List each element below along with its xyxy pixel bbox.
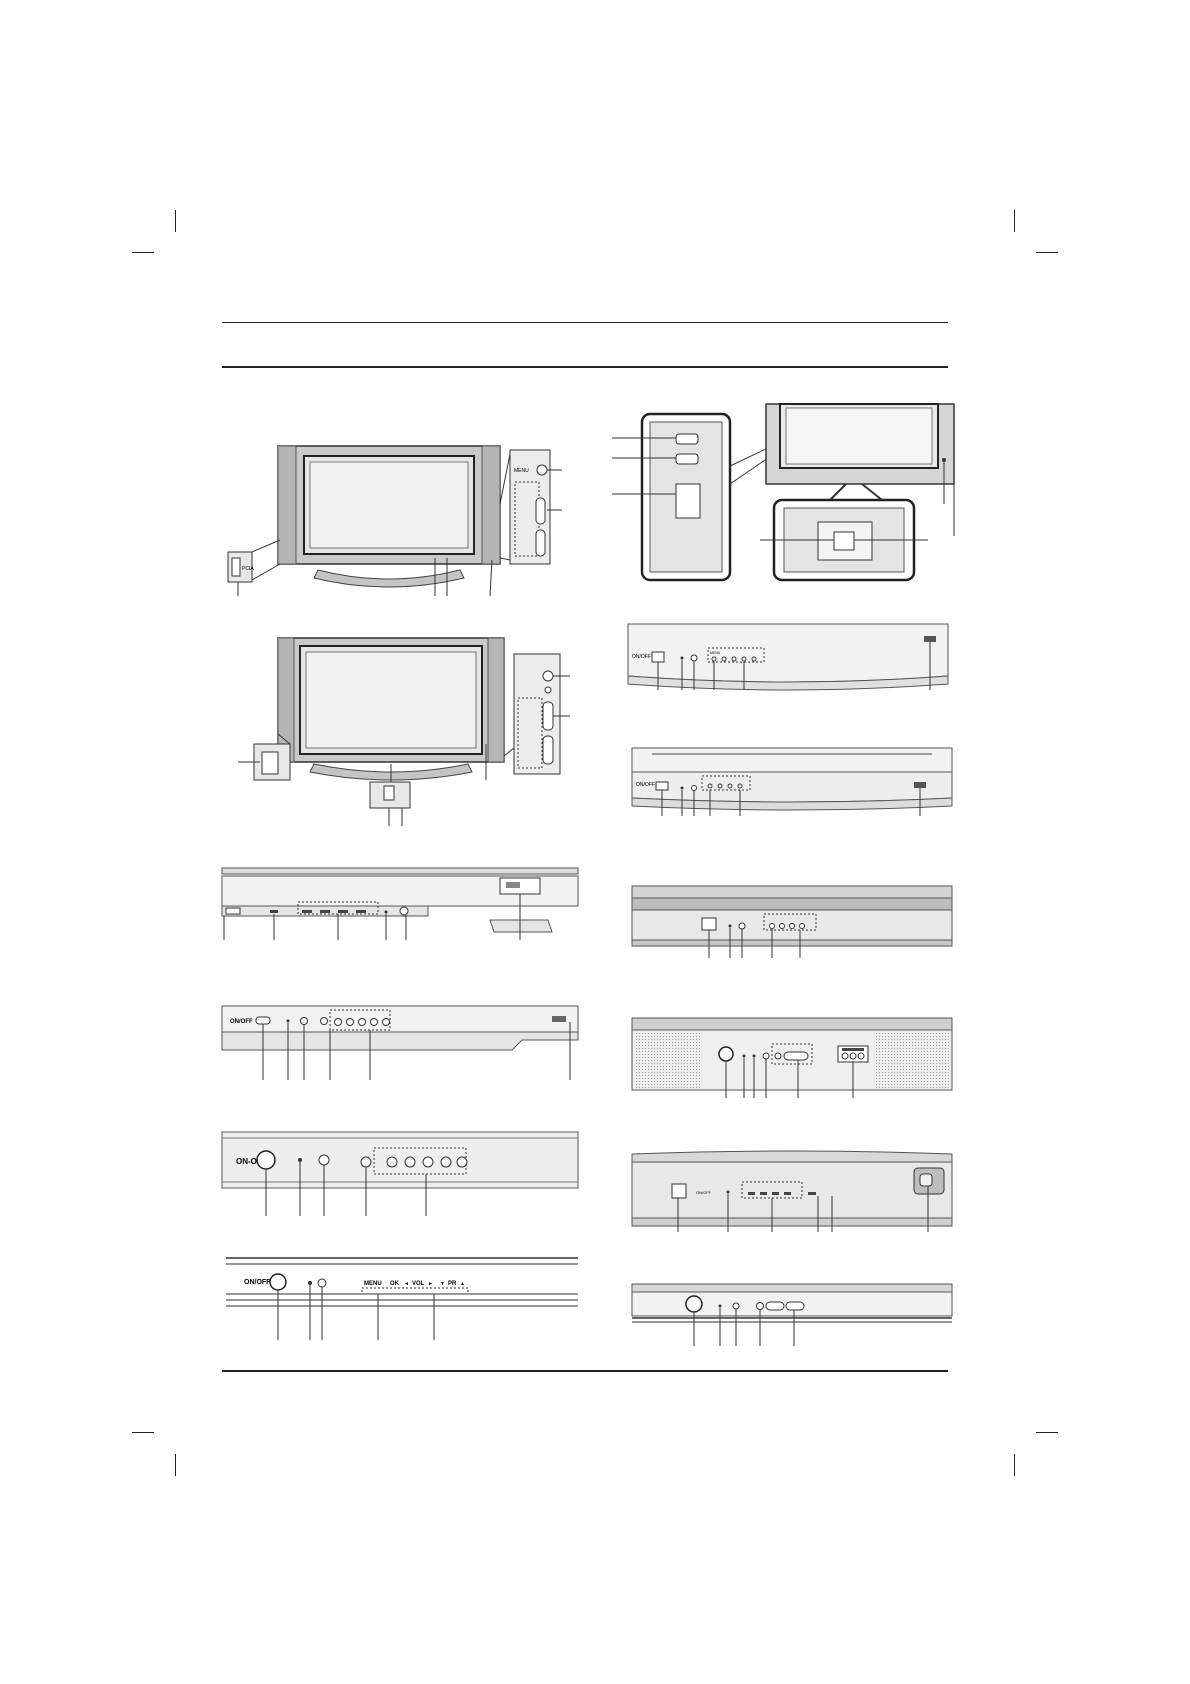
- figure-crt-panel-e: ON/OFF: [631, 1150, 953, 1232]
- pr-down-arrow-icon: ▼: [440, 1281, 445, 1287]
- pcia-label: PCIA: [242, 566, 254, 572]
- onoff-label-r6: ON/OFF: [696, 1190, 712, 1195]
- crop-mark-icon: [1036, 252, 1058, 253]
- figure-front-panel-b: ON/OFF: [221, 1005, 579, 1080]
- figure-plasma-tv-2: [238, 637, 570, 826]
- figure-front-panel-a: [221, 867, 579, 940]
- onoff-label-b: ON/OFF: [230, 1019, 253, 1025]
- figure-crt-panel-b: ON/OFF: [631, 747, 953, 816]
- figure-plasma-tv-1: PCIA MENU: [227, 445, 562, 597]
- vol-right-arrow-icon: ►: [428, 1281, 433, 1287]
- onoff-label-r2: ON/OFF: [632, 654, 651, 660]
- pr-up-arrow-icon: ▲: [460, 1281, 465, 1287]
- crop-mark-icon: [1036, 1432, 1058, 1433]
- vol-left-arrow-icon: ◄: [404, 1281, 409, 1287]
- crop-mark-icon: [1014, 1454, 1015, 1476]
- side-menu-label: MENU: [514, 468, 529, 474]
- crop-mark-icon: [132, 1432, 154, 1433]
- figure-crt-tv-detail: [612, 403, 955, 582]
- figure-crt-panel-a: ON/OFF MENU: [627, 623, 949, 691]
- ok-label-d: OK: [390, 1281, 400, 1287]
- vol-label-d: VOL: [412, 1281, 425, 1287]
- figure-front-panel-c: ON-OFF: [221, 1131, 579, 1216]
- crop-mark-icon: [1014, 210, 1015, 232]
- onoff-label-r3: ON/OFF: [636, 782, 655, 788]
- menu-label-r2: MENU: [710, 651, 721, 655]
- crop-mark-icon: [132, 252, 154, 253]
- menu-label-d: MENU: [364, 1281, 382, 1287]
- footer-rule: [222, 1370, 948, 1372]
- figure-crt-panel-f: [631, 1283, 953, 1346]
- onoff-label-c: ON-OFF: [236, 1157, 267, 1166]
- pr-label-d: PR: [448, 1281, 457, 1287]
- figure-crt-panel-d: [631, 1017, 953, 1098]
- figure-front-panel-d: ON/OFF MENU OK ◄ VOL ► ▼ PR ▲: [226, 1257, 578, 1340]
- crop-mark-icon: [175, 210, 176, 232]
- header-rule-top: [222, 322, 948, 323]
- onoff-label-d: ON/OFF: [244, 1279, 271, 1286]
- figure-crt-panel-c: [631, 885, 953, 958]
- crop-mark-icon: [175, 1454, 176, 1476]
- header-rule-bottom: [222, 366, 948, 368]
